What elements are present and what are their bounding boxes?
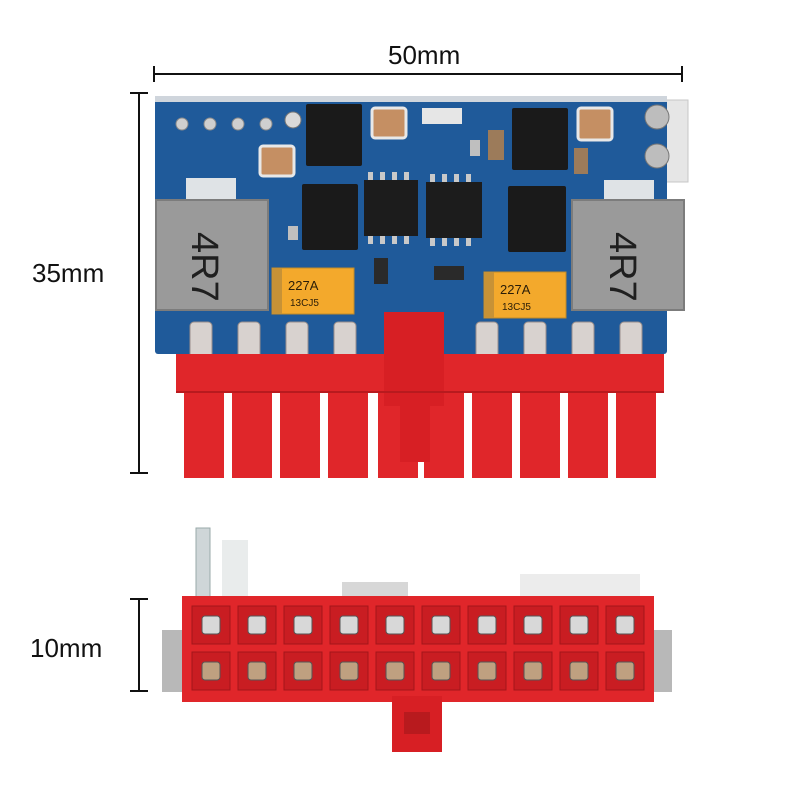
- mosfet-chips: [302, 104, 568, 252]
- tantalum-code-right: 13CJ5: [502, 302, 531, 313]
- screw-pin: [195, 527, 211, 601]
- height-dimension-label: 35mm: [32, 258, 105, 288]
- depth-dimension-tick-bottom: [130, 690, 148, 692]
- pin-contact: [385, 615, 405, 635]
- pin-contact: [293, 661, 313, 681]
- pin-contact: [615, 615, 635, 635]
- tantalum-capacitor-left: [271, 267, 355, 315]
- header-pins: [175, 111, 302, 131]
- pin-contact: [615, 661, 635, 681]
- pin-contact: [247, 615, 267, 635]
- width-dimension-tick-left: [153, 66, 155, 82]
- pin-contact: [247, 661, 267, 681]
- height-dimension-tick-bottom: [130, 472, 148, 474]
- pin-contact: [477, 661, 497, 681]
- width-dimension-label: 50mm: [388, 40, 461, 70]
- pin-contact: [569, 615, 589, 635]
- solder-pads: [189, 321, 643, 361]
- inductor-marking-left: 4R7: [183, 232, 225, 302]
- depth-dimension-line: [138, 598, 140, 692]
- pin-contact: [569, 661, 589, 681]
- smd-capacitors: [258, 106, 614, 284]
- inductor-marking-right: 4R7: [601, 232, 643, 302]
- pin-contact: [201, 661, 221, 681]
- height-dimension-tick-top: [130, 92, 148, 94]
- pin-contact: [431, 615, 451, 635]
- tantalum-value-right: 227A: [500, 282, 531, 297]
- depth-dimension-label: 10mm: [30, 633, 103, 663]
- tantalum-code-left: 13CJ5: [290, 298, 319, 309]
- connector-front-view: [162, 527, 672, 752]
- pin-contact: [523, 661, 543, 681]
- screw-post: [644, 104, 670, 130]
- pcb-top-view: 4R7 4R7 227A 13CJ5 227A 13CJ5: [155, 96, 689, 478]
- tantalum-value-left: 227A: [288, 278, 319, 293]
- atx-connector-side: [176, 312, 664, 478]
- pin-contact: [523, 615, 543, 635]
- inductor-right: [571, 180, 685, 311]
- depth-dimension-tick-top: [130, 598, 148, 600]
- pin-contact: [201, 615, 221, 635]
- pin-cell: [605, 651, 645, 691]
- screw-post: [644, 143, 670, 169]
- height-dimension-line: [138, 92, 140, 474]
- pin-contact: [431, 661, 451, 681]
- pin-contact: [339, 615, 359, 635]
- pin-contact: [385, 661, 405, 681]
- connector-pins: [191, 605, 645, 691]
- pin-contact: [477, 615, 497, 635]
- tantalum-capacitor-right: [483, 271, 567, 319]
- controller-chips: [364, 172, 482, 246]
- width-dimension-tick-right: [681, 66, 683, 82]
- pin-contact: [339, 661, 359, 681]
- width-dimension-line: [153, 73, 683, 75]
- inductor-left: [155, 178, 269, 311]
- pin-contact: [293, 615, 313, 635]
